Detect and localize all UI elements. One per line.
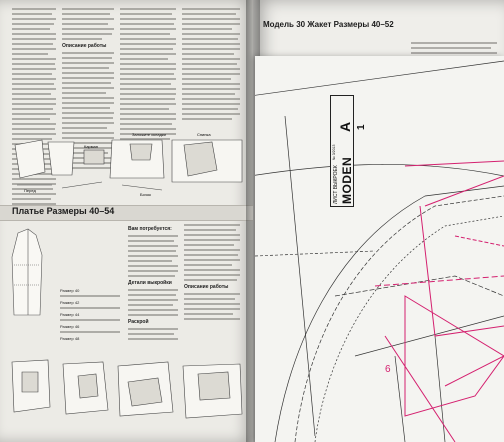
front-label: Перед: [24, 188, 36, 193]
brand-logo: MODEN: [340, 156, 354, 204]
size-row: Размер 48: [60, 336, 80, 341]
size-table: Размер 40 Размер 42 Размер 44 Размер 46 …: [60, 288, 120, 341]
materials-column: Вам потребуется: Детали выкройки Раскрой: [128, 224, 178, 343]
upper-back-label: Спинка: [197, 132, 211, 137]
pattern-lines: 6: [255, 60, 504, 442]
size-row: Размер 46: [60, 324, 80, 329]
size-row: Размер 42: [60, 300, 80, 305]
issue-number: № 3/2013: [332, 144, 336, 160]
size-row: Размер 44: [60, 312, 80, 317]
pleat-label: Заложите складки: [132, 132, 166, 137]
sheet-label-text: ЛИСТ ВЫКРОЕК: [333, 165, 339, 204]
cutting-heading: Раскрой: [128, 319, 149, 325]
work-column: Описание работы: [184, 224, 240, 323]
pattern-sheet: 6: [255, 56, 504, 442]
side-front-label: Бочок: [140, 192, 151, 197]
left-magazine-page: Описание работы: [0, 0, 253, 442]
technical-diagrams-bottom: [11, 359, 243, 419]
pattern-part-number: 1: [356, 124, 367, 130]
technical-diagrams-top: Заложите складки Спинка Перед Карман Боч…: [14, 132, 243, 197]
text-column-3: [120, 8, 176, 143]
work-heading-lower: Описание работы: [184, 284, 229, 290]
section-bar: [0, 205, 253, 221]
pocket-label: Карман: [84, 144, 98, 149]
dress-section-title: Платье Размеры 40–54: [12, 206, 115, 216]
size-row: Размер 40: [60, 288, 80, 293]
pattern-sheet-label: ЛИСТ ВЫКРОЕК А MODEN № 3/2013: [330, 95, 354, 207]
pattern-parts-heading: Детали выкройки: [128, 280, 172, 286]
work-description-heading: Описание работы: [62, 43, 107, 49]
materials-heading: Вам потребуется:: [128, 226, 172, 232]
text-column-4: [182, 8, 240, 123]
sheet-letter: А: [337, 121, 353, 132]
dress-sketch: [11, 228, 43, 316]
jacket-model-title: Модель 30 Жакет Размеры 40–52: [263, 20, 394, 29]
pattern-number-marker: 6: [385, 364, 391, 375]
